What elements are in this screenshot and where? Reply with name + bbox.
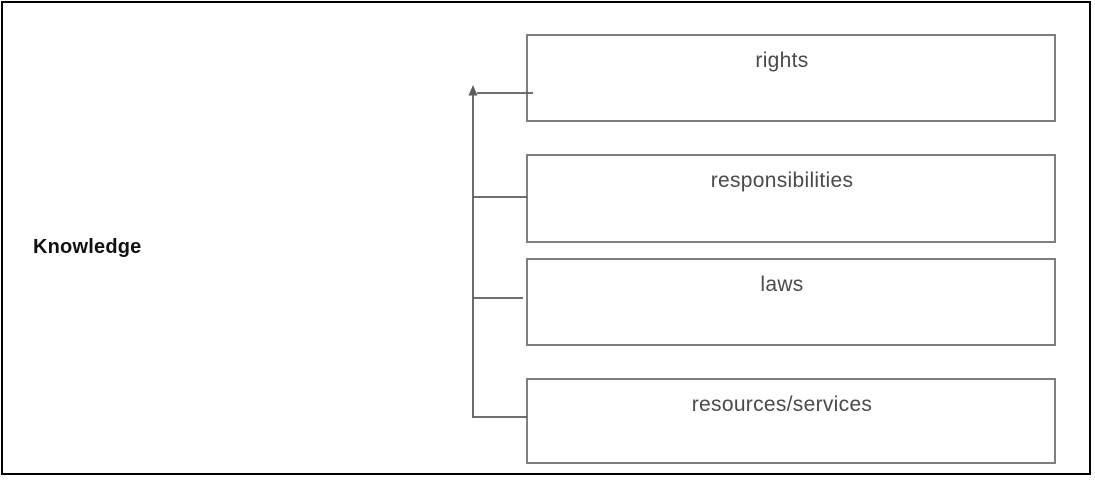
node-label: laws <box>760 273 804 296</box>
node-laws: laws <box>526 258 1056 346</box>
node-resources-services: resources/services <box>526 378 1056 464</box>
node-responsibilities: responsibilities <box>526 154 1056 243</box>
node-rights: rights <box>526 34 1056 122</box>
node-label: resources/services <box>691 393 873 416</box>
diagram-frame <box>1 1 1091 475</box>
node-label: responsibilities <box>710 169 854 192</box>
node-label: rights <box>755 49 809 72</box>
root-label-knowledge: Knowledge <box>33 236 142 258</box>
